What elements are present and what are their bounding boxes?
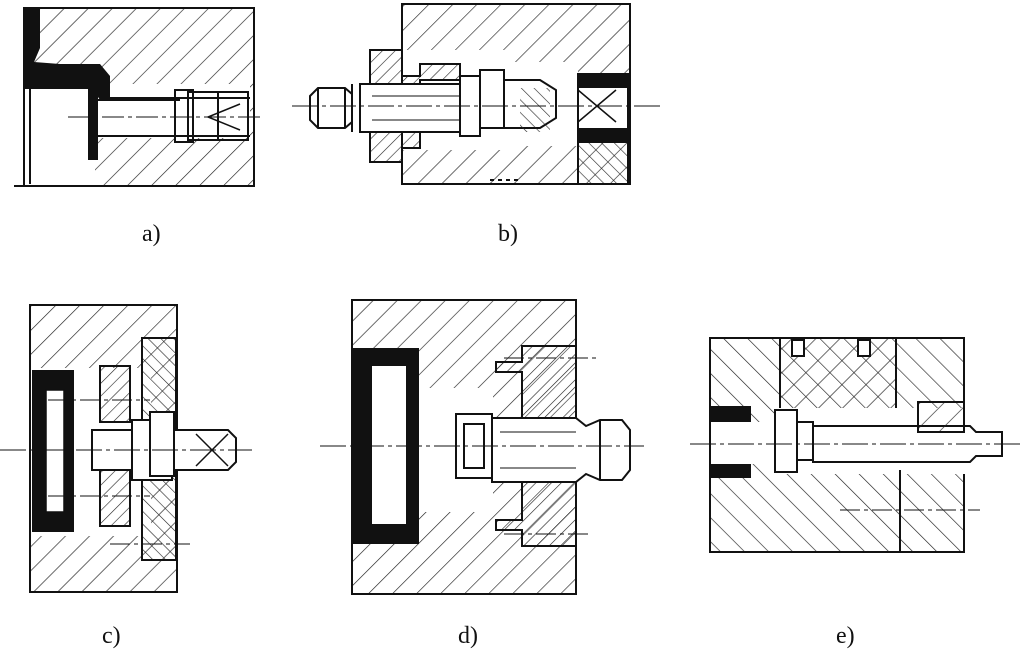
panel-e-drawing [690,337,1022,553]
panel-c-drawing [0,304,252,593]
panel-d-drawing [320,299,644,595]
panel-b-drawing [292,3,662,185]
panel-e-label: e) [836,623,855,649]
panel-d-label: d) [458,623,478,649]
panel-b-label: b) [498,221,518,247]
panel-c-label: c) [102,623,121,649]
panel-a-drawing [14,7,262,187]
panel-a-label: a) [142,221,161,247]
